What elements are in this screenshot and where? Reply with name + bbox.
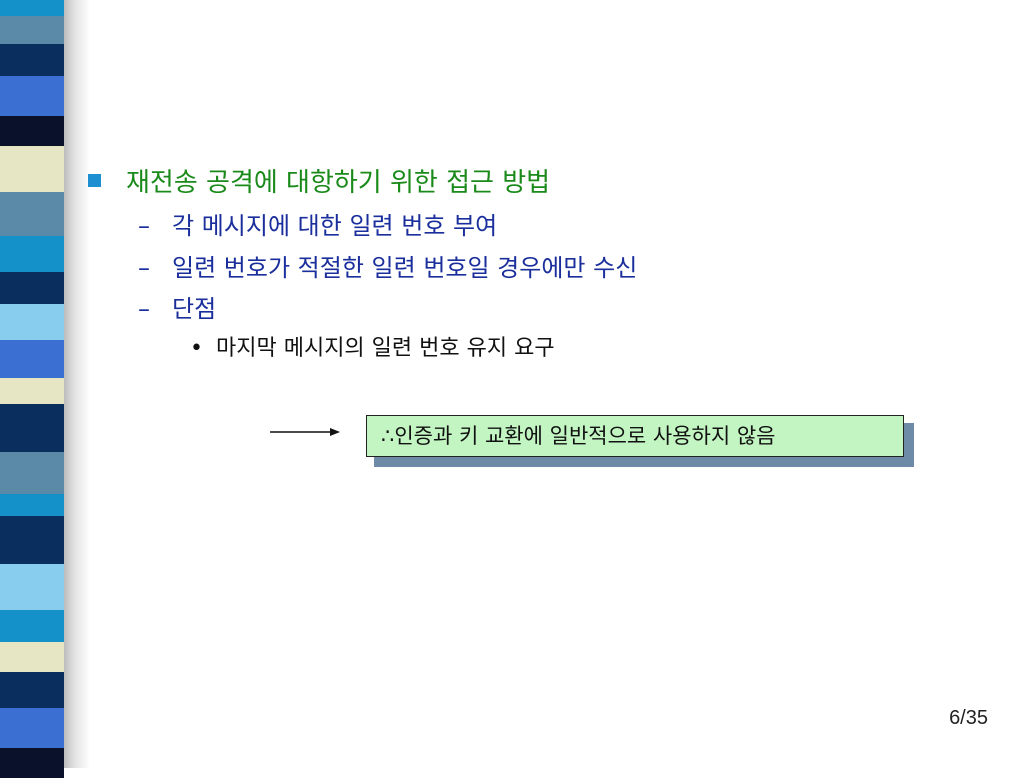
sub-sub-item-text: 마지막 메시지의 일련 번호 유지 요구 — [216, 336, 555, 361]
stripe-bar-shadow — [64, 0, 90, 768]
sub-sub-item: • 마지막 메시지의 일련 번호 유지 요구 — [190, 330, 555, 362]
sub-item-text: 일련 번호가 적절한 일련 번호일 경우에만 수신 — [172, 254, 638, 282]
slide-heading: 재전송 공격에 대항하기 위한 접근 방법 — [126, 168, 551, 198]
sub-item-text: 단점 — [172, 295, 217, 323]
page-number: 6/35 — [949, 707, 988, 729]
sub-item-text: 각 메시지에 대한 일련 번호 부여 — [172, 212, 498, 240]
dash-bullet-icon: – — [138, 212, 150, 240]
heading-bullet: 재전송 공격에 대항하기 위한 접근 방법 — [88, 162, 550, 199]
sub-item: –일련 번호가 적절한 일련 번호일 경우에만 수신 — [138, 248, 637, 283]
callout-text: ∴인증과 키 교환에 일반적으로 사용하지 않음 — [381, 424, 776, 448]
square-bullet-icon — [88, 174, 101, 187]
right-arrow-icon — [270, 428, 340, 436]
sub-item: –단점 — [138, 289, 216, 324]
dash-bullet-icon: – — [138, 295, 150, 323]
dot-bullet-icon: • — [190, 336, 203, 361]
sub-item: –각 메시지에 대한 일련 번호 부여 — [138, 206, 497, 241]
decorative-stripe-bar — [0, 0, 74, 778]
dash-bullet-icon: – — [138, 254, 150, 282]
conclusion-callout: ∴인증과 키 교환에 일반적으로 사용하지 않음 — [366, 415, 904, 457]
